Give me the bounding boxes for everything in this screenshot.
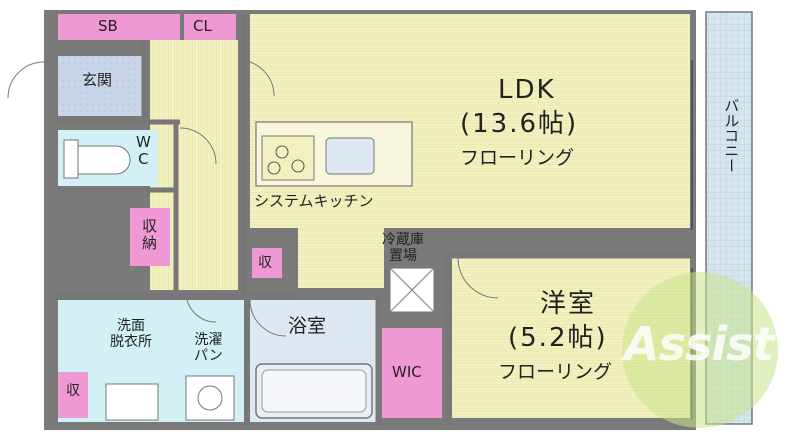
stove [261, 135, 315, 181]
western-name: 洋室 [540, 289, 597, 319]
interior-walls [58, 14, 692, 425]
ldk-floor-lower [298, 228, 384, 288]
kitchen-label: システムキッチン [254, 192, 374, 210]
toilet-bowl [77, 145, 131, 175]
watermark-logo [622, 272, 778, 428]
cl-label: CL [193, 17, 212, 35]
burner-1 [275, 145, 289, 159]
hall-closet-label: 収 納 [142, 217, 158, 253]
entrance-label: 玄関 [82, 71, 113, 89]
western-floor-label: フローリング [498, 361, 613, 383]
bath-label: 浴室 [288, 315, 327, 337]
wic-label: WIC [392, 363, 422, 381]
ldk-floor [250, 14, 690, 228]
hall-closet [130, 208, 170, 266]
washroom-label: 洗面 脱衣所 [110, 318, 152, 351]
closet-small-2 [58, 372, 88, 418]
ldk-name: LDK [498, 75, 556, 105]
ldk-size: (13.6帖) [460, 109, 579, 139]
western-size: (5.2帖) [508, 323, 608, 353]
burner-2 [291, 159, 305, 173]
closet-small-1-label: 収 [258, 255, 272, 271]
sb-label: SB [98, 17, 118, 35]
door-swings [7, 59, 499, 337]
balcony-label: バルコニー [722, 98, 741, 173]
ldk-floor-label: フローリング [460, 147, 575, 169]
washer-pan [185, 375, 235, 421]
wic-storage [382, 328, 442, 418]
watermark-text: Assist [624, 317, 774, 371]
toilet-label: W C [136, 133, 151, 169]
closet-small-1 [252, 248, 282, 278]
cl-storage [184, 14, 236, 40]
washer-label: 洗濯 パン [194, 332, 223, 365]
toilet-tank [63, 139, 79, 179]
vanity [105, 383, 159, 421]
burner-3 [267, 161, 281, 175]
fridge-label: 冷蔵庫 置場 [382, 232, 424, 265]
closet-small-2-label: 収 [66, 383, 80, 399]
entrance-floor [58, 56, 144, 116]
sink [325, 137, 375, 175]
sb-storage [58, 14, 180, 40]
